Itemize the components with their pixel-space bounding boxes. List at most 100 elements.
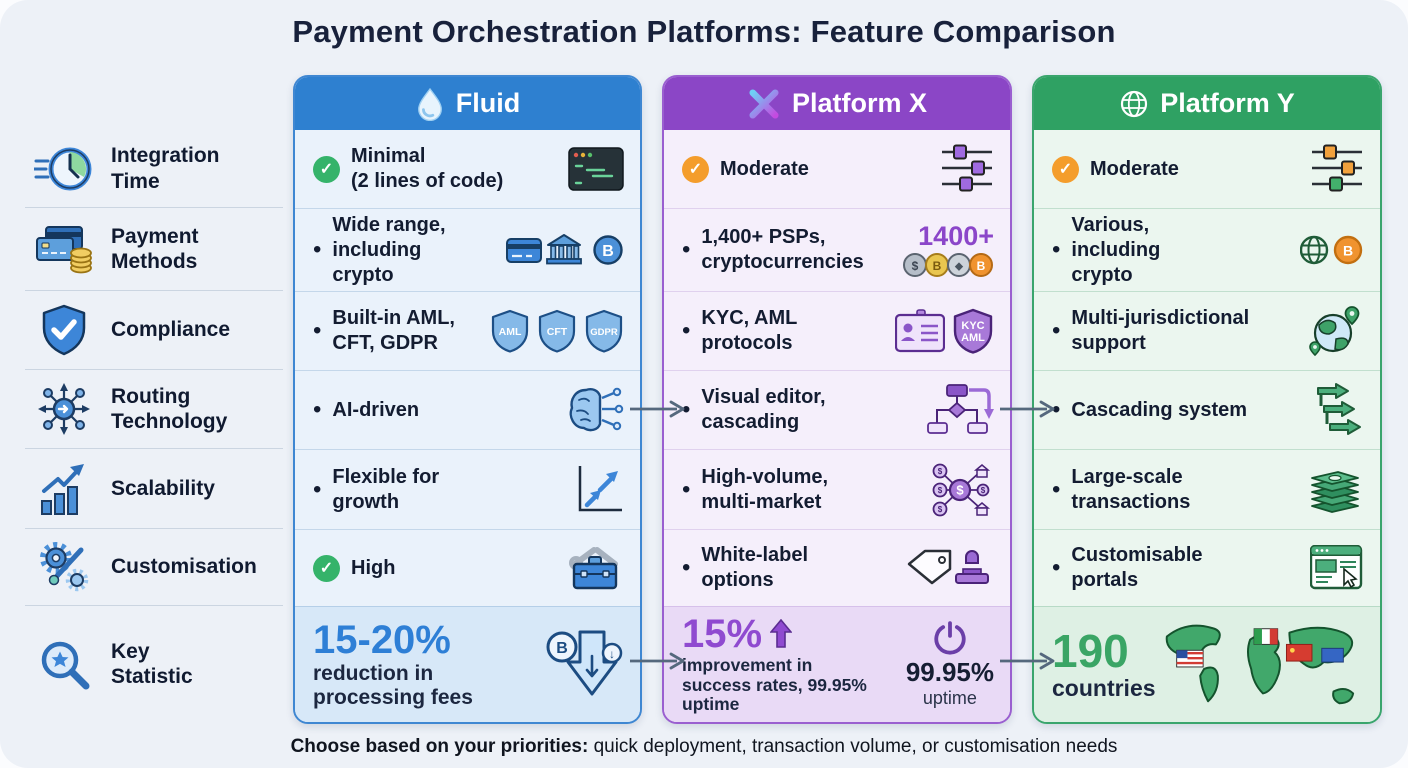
column-title: Platform X xyxy=(791,88,928,118)
globe-pins-icon xyxy=(1309,306,1360,357)
column-title: Fluid xyxy=(455,88,521,118)
globe-icon xyxy=(1121,90,1148,117)
cell-text: 1,400+ PSPs, cryptocurrencies xyxy=(701,226,864,273)
uptime-label: uptime xyxy=(922,687,977,708)
money-stack-icon xyxy=(1311,470,1359,513)
us-flag-icon xyxy=(1176,649,1204,667)
feature-label: Payment Methods xyxy=(111,224,199,273)
magnifier-star-icon xyxy=(33,636,95,692)
up-arrow-icon xyxy=(770,619,793,648)
cell-x-payment-methods: 1,400+ PSPs, cryptocurrencies 1400+ $ B … xyxy=(664,208,1010,291)
feature-label: Integration Time xyxy=(111,144,220,193)
cell-text: White-label options xyxy=(701,544,809,591)
browser-portal-icon xyxy=(1310,545,1363,590)
cascade-arrows-icon xyxy=(1317,383,1361,435)
cell-y-compliance: Multi-jurisdictional support xyxy=(1034,291,1380,370)
feature-label: Customisation xyxy=(111,555,257,579)
sidebar-item-payment-methods: Payment Methods xyxy=(25,208,283,291)
cell-text: Wide range, including crypto xyxy=(332,213,446,286)
svg-text:$: $ xyxy=(981,486,986,495)
bullet xyxy=(1052,238,1060,262)
growth-arrows-icon xyxy=(578,465,622,511)
cell-x-customisation: White-label options xyxy=(664,529,1010,606)
footer-rest: quick deployment, transaction volume, or… xyxy=(588,736,1118,757)
column-card-platform-x: Platform X Moderate 1,400+ PSPs, cryptoc… xyxy=(662,75,1012,724)
bullet xyxy=(682,556,690,580)
cell-text: High-volume, multi-market xyxy=(701,465,829,513)
svg-text:$: $ xyxy=(938,505,943,514)
svg-text:GDPR: GDPR xyxy=(590,327,618,338)
aml-shield-icon: AML xyxy=(491,309,529,353)
bullet xyxy=(1052,478,1060,502)
cell-text: KYC, AML protocols xyxy=(701,307,797,354)
feature-label: Key Statistic xyxy=(111,639,193,688)
china-flag-icon xyxy=(1285,643,1313,662)
bitcoin-down-arrow-icon: B ↓ xyxy=(546,630,623,695)
svg-text:B: B xyxy=(1343,243,1353,259)
cell-text: Large-scale transactions xyxy=(1071,465,1191,513)
footer-note: Choose based on your priorities: quick d… xyxy=(0,736,1408,758)
column-card-fluid: Fluid Minimal (2 lines of code) Wide ran… xyxy=(293,75,642,724)
svg-text:$: $ xyxy=(956,482,964,497)
stat-desc: reduction in processing fees xyxy=(313,661,473,709)
routing-network-icon xyxy=(33,381,95,437)
bullet xyxy=(313,478,321,502)
feature-label: Scalability xyxy=(111,476,215,500)
sidebar-item-integration-time: Integration Time xyxy=(25,130,283,208)
shield-check-icon xyxy=(33,302,95,358)
cell-fluid-integration: Minimal (2 lines of code) xyxy=(295,130,640,208)
cft-shield-icon: CFT xyxy=(538,309,576,353)
cell-subtext: (2 lines of code) xyxy=(351,170,504,192)
water-drop-icon xyxy=(417,87,442,121)
svg-text:AML: AML xyxy=(499,326,522,338)
check-icon xyxy=(682,155,709,183)
sliders-icon xyxy=(1312,144,1362,192)
cell-x-compliance: KYC, AML protocols KYC AML xyxy=(664,291,1010,370)
scalability-chart-icon xyxy=(33,461,95,517)
cell-fluid-scalability: Flexible for growth xyxy=(295,449,640,529)
cell-text: Multi-jurisdictional support xyxy=(1071,307,1250,354)
ai-brain-circuit-icon xyxy=(569,387,624,432)
bullet xyxy=(682,319,690,343)
psp-count-callout: 1400+ xyxy=(918,220,994,251)
cell-fluid-customisation: High xyxy=(295,529,640,606)
cell-fluid-compliance: Built-in AML, CFT, GDPR AML CFT GDPR xyxy=(295,291,640,370)
cell-x-integration: Moderate xyxy=(664,130,1010,208)
svg-text:AML: AML xyxy=(961,332,985,344)
cell-text: AI-driven xyxy=(332,398,420,421)
italy-flag-icon xyxy=(1253,627,1279,645)
x-logo-icon xyxy=(749,88,779,119)
feature-label: Compliance xyxy=(111,318,231,342)
bullet xyxy=(1052,319,1060,343)
speed-clock-icon xyxy=(33,141,95,197)
cell-text: Moderate xyxy=(1090,157,1179,180)
cell-y-scalability: Large-scale transactions xyxy=(1034,449,1380,529)
svg-text:KYC: KYC xyxy=(961,320,984,332)
bullet xyxy=(1052,556,1060,580)
cell-text: Cascading system xyxy=(1071,398,1248,421)
cell-text: Visual editor, cascading xyxy=(701,386,826,433)
column-title: Platform Y xyxy=(1160,88,1295,118)
bullet xyxy=(313,398,321,422)
cell-y-payment-methods: Various, including crypto B xyxy=(1034,208,1380,291)
bullet xyxy=(313,238,321,262)
cell-fluid-key-statistic: 15-20% reduction in processing fees B ↓ xyxy=(295,606,640,722)
card-coins-icon xyxy=(33,222,95,276)
cell-y-key-statistic: 190 countries xyxy=(1034,606,1380,722)
svg-text:◆: ◆ xyxy=(955,260,964,272)
crypto-coins-icons: $ B ◆ B xyxy=(903,252,993,277)
bullet xyxy=(682,238,690,262)
flow-arrow-fluid-to-x-routing xyxy=(630,400,685,418)
kyc-aml-shield-icon: KYC AML xyxy=(953,308,993,354)
svg-text:$: $ xyxy=(938,486,943,495)
feature-label: Routing Technology xyxy=(111,384,228,433)
bullet xyxy=(313,319,321,343)
sidebar-item-routing-technology: Routing Technology xyxy=(25,370,283,449)
svg-text:B: B xyxy=(602,243,614,260)
cell-text: Customisable portals xyxy=(1071,544,1203,591)
svg-text:$: $ xyxy=(938,467,943,476)
page-title: Payment Orchestration Platforms: Feature… xyxy=(292,14,1116,49)
bullet xyxy=(682,478,690,502)
cell-text: Built-in AML, CFT, GDPR xyxy=(332,307,455,354)
uptime-value: 99.95% xyxy=(905,657,994,688)
